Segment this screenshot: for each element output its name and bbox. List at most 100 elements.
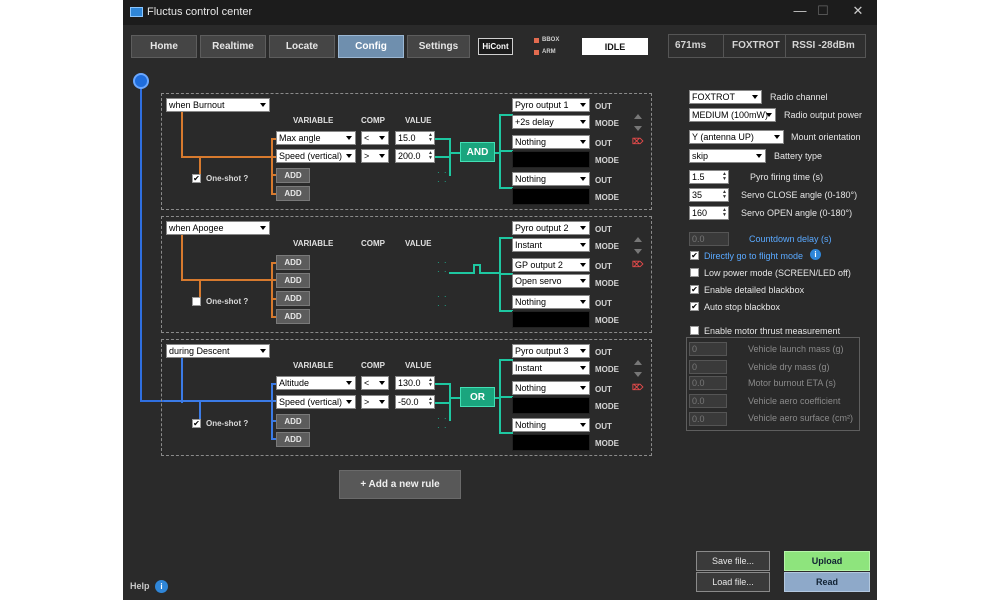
- close-button[interactable]: ✕: [852, 3, 864, 18]
- mode-dropdown[interactable]: Instant: [512, 238, 590, 252]
- mode-empty[interactable]: [512, 188, 590, 205]
- flight-mode-checkbox[interactable]: ✔: [690, 251, 699, 260]
- hicont-button[interactable]: HiCont: [478, 38, 513, 55]
- output-dropdown[interactable]: Pyro output 1: [512, 98, 590, 112]
- upload-button[interactable]: Upload: [784, 551, 870, 571]
- add-condition-button[interactable]: ADD: [276, 432, 310, 447]
- output-dropdown[interactable]: Nothing: [512, 381, 590, 395]
- oneshot-checkbox[interactable]: ✔: [192, 419, 201, 428]
- move-down-icon[interactable]: [634, 372, 642, 377]
- value-input[interactable]: -50.0▲▼: [395, 395, 435, 409]
- pyro-time-input[interactable]: 1.5▲▼: [689, 170, 729, 184]
- delete-rule-icon[interactable]: ⌦: [632, 137, 644, 146]
- minimize-button[interactable]: —: [793, 3, 807, 18]
- auto-stop-checkbox[interactable]: ✔: [690, 302, 699, 311]
- comp-dropdown[interactable]: <: [361, 376, 389, 390]
- aero-coef-input[interactable]: 0.0: [689, 394, 727, 408]
- add-condition-button[interactable]: ADD: [276, 168, 310, 183]
- delete-rule-icon[interactable]: ⌦: [632, 260, 644, 269]
- add-condition-button[interactable]: ADD: [276, 414, 310, 429]
- tab-settings[interactable]: Settings: [407, 35, 470, 58]
- radio-channel-dropdown[interactable]: FOXTROT: [689, 90, 762, 104]
- add-rule-button[interactable]: + Add a new rule: [339, 470, 461, 499]
- spinner-icon[interactable]: ▲▼: [722, 189, 727, 200]
- mode-empty[interactable]: [512, 311, 590, 328]
- mode-empty[interactable]: [512, 397, 590, 414]
- trigger-dropdown[interactable]: when Burnout: [166, 98, 270, 112]
- tab-locate[interactable]: Locate: [269, 35, 335, 58]
- trigger-dropdown[interactable]: when Apogee: [166, 221, 270, 235]
- mode-dropdown[interactable]: Open servo: [512, 274, 590, 288]
- save-file-button[interactable]: Save file...: [696, 551, 770, 571]
- mode-dropdown[interactable]: +2s delay: [512, 115, 590, 129]
- variable-dropdown[interactable]: Altitude: [276, 376, 356, 390]
- trigger-dropdown[interactable]: during Descent: [166, 344, 270, 358]
- mode-dropdown[interactable]: Instant: [512, 361, 590, 375]
- add-condition-button[interactable]: ADD: [276, 291, 310, 306]
- add-condition-button[interactable]: ADD: [276, 273, 310, 288]
- wire: [271, 174, 277, 176]
- move-up-icon[interactable]: [634, 114, 642, 119]
- move-down-icon[interactable]: [634, 126, 642, 131]
- battery-type-dropdown[interactable]: skip: [689, 149, 766, 163]
- comp-dropdown[interactable]: <: [361, 131, 389, 145]
- add-condition-button[interactable]: ADD: [276, 309, 310, 324]
- value-input[interactable]: 15.0▲▼: [395, 131, 435, 145]
- blackbox-checkbox[interactable]: ✔: [690, 285, 699, 294]
- logic-gate[interactable]: AND: [460, 142, 495, 162]
- output-dropdown[interactable]: Nothing: [512, 135, 590, 149]
- variable-dropdown[interactable]: Speed (vertical): [276, 149, 356, 163]
- low-power-checkbox[interactable]: [690, 268, 699, 277]
- tab-home[interactable]: Home: [131, 35, 197, 58]
- spinner-icon[interactable]: ▲▼: [722, 207, 727, 218]
- value-input[interactable]: 200.0▲▼: [395, 149, 435, 163]
- comp-dropdown[interactable]: >: [361, 149, 389, 163]
- comp-dropdown[interactable]: >: [361, 395, 389, 409]
- radio-channel-label: Radio channel: [770, 92, 828, 102]
- spinner-icon[interactable]: ▲▼: [722, 171, 727, 182]
- read-button[interactable]: Read: [784, 572, 870, 592]
- tab-config[interactable]: Config: [338, 35, 404, 58]
- tab-realtime[interactable]: Realtime: [200, 35, 266, 58]
- radio-power-dropdown[interactable]: MEDIUM (100mW): [689, 108, 776, 122]
- servo-close-input[interactable]: 35▲▼: [689, 188, 729, 202]
- info-icon[interactable]: i: [810, 249, 821, 260]
- variable-dropdown[interactable]: Speed (vertical): [276, 395, 356, 409]
- motor-thrust-checkbox[interactable]: [690, 326, 699, 335]
- load-file-button[interactable]: Load file...: [696, 572, 770, 592]
- output-dropdown[interactable]: Nothing: [512, 172, 590, 186]
- spinner-icon[interactable]: ▲▼: [428, 377, 433, 388]
- delete-rule-icon[interactable]: ⌦: [632, 383, 644, 392]
- output-dropdown[interactable]: Nothing: [512, 418, 590, 432]
- mount-orientation-dropdown[interactable]: Y (antenna UP): [689, 130, 784, 144]
- oneshot-checkbox[interactable]: ✔: [192, 174, 201, 183]
- oneshot-checkbox[interactable]: [192, 297, 201, 306]
- output-dropdown[interactable]: Nothing: [512, 295, 590, 309]
- spinner-icon[interactable]: ▲▼: [428, 150, 433, 161]
- move-down-icon[interactable]: [634, 249, 642, 254]
- mode-empty[interactable]: [512, 151, 590, 168]
- move-up-icon[interactable]: [634, 360, 642, 365]
- output-dropdown[interactable]: GP output 2: [512, 258, 590, 272]
- burnout-eta-input[interactable]: 0.0: [689, 376, 727, 390]
- launch-mass-input[interactable]: 0: [689, 342, 727, 356]
- variable-dropdown[interactable]: Max angle: [276, 131, 356, 145]
- servo-open-input[interactable]: 160▲▼: [689, 206, 729, 220]
- add-condition-button[interactable]: ADD: [276, 186, 310, 201]
- output-dropdown[interactable]: Pyro output 3: [512, 344, 590, 358]
- dry-mass-input[interactable]: 0: [689, 360, 727, 374]
- help-label[interactable]: Help: [130, 581, 150, 591]
- move-up-icon[interactable]: [634, 237, 642, 242]
- value-input[interactable]: 130.0▲▼: [395, 376, 435, 390]
- help-info-icon[interactable]: i: [155, 580, 168, 593]
- spinner-icon[interactable]: ▲▼: [428, 132, 433, 143]
- logic-gate[interactable]: OR: [460, 387, 495, 407]
- aero-surface-input[interactable]: 0.0: [689, 412, 727, 426]
- output-dropdown[interactable]: Pyro output 2: [512, 221, 590, 235]
- countdown-input[interactable]: 0.0: [689, 232, 729, 246]
- maximize-button[interactable]: ☐: [817, 3, 829, 18]
- spinner-icon[interactable]: ▲▼: [428, 396, 433, 407]
- wire: [271, 438, 277, 440]
- mode-empty[interactable]: [512, 434, 590, 451]
- add-condition-button[interactable]: ADD: [276, 255, 310, 270]
